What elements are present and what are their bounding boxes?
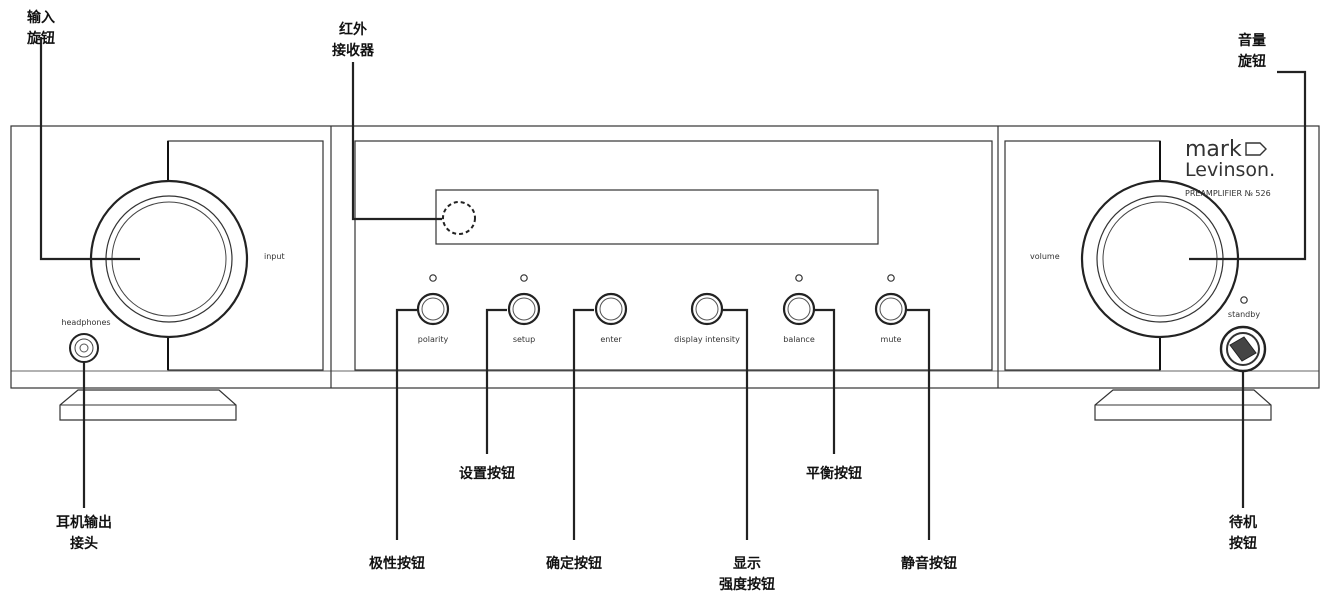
leader-setup-button [485,308,507,454]
polarity-button-group: polarity [416,274,450,344]
callout-ir-receiver: 红外接收器 [332,21,375,59]
balance-button-inner [787,297,811,321]
leader-polarity-button [395,308,417,540]
brand-wordmark-line2: Levinson. [1185,159,1275,181]
volume-label: volume [1030,252,1060,261]
setup-label: setup [513,335,535,344]
callout-line: 显示 [733,556,761,572]
function-buttons: polarity setup enter display intensity balan… [416,274,908,344]
balance-button-group: balance [782,274,816,344]
callout-line: 极性按钮 [369,555,425,572]
left-section: input headphones [61,140,324,371]
callout-enter-button: 确定按钮 [546,555,602,572]
leader-mute-button [907,308,931,540]
callout-line: 旋钮 [1237,53,1266,70]
callout-volume-knob: 音量旋钮 [1237,32,1266,70]
leader-input-knob [39,37,140,261]
callout-line: 按钮 [1229,535,1257,552]
enter-button-inner [599,297,623,321]
callout-line: 旋钮 [26,30,55,47]
polarity-led [429,274,437,282]
callout-line: 音量 [1238,32,1266,49]
display-intensity-button-inner [695,297,719,321]
brand-logo-icon [1245,142,1267,156]
right-section: volume mark Levinson. PREAMPLIFIER № 526… [1004,137,1275,373]
callout-line: 输入 [27,9,55,26]
leader-display-intensity-button [721,308,749,540]
callout-polarity-button: 极性按钮 [369,555,425,572]
callout-line: 平衡按钮 [806,465,862,482]
callout-input-knob: 输入旋钮 [26,9,55,47]
enter-label: enter [600,335,622,344]
ir-receiver [442,201,476,235]
balance-label: balance [783,335,815,344]
standby-power-icon [1229,336,1257,362]
setup-button-group: setup [507,274,541,344]
leader-enter-button [572,308,594,540]
input-label: input [264,252,285,261]
mute-led [887,274,895,282]
callout-line: 确定按钮 [546,555,602,572]
standby-led [1240,296,1248,304]
chassis [10,125,1320,389]
callout-standby-button: 待机按钮 [1229,514,1257,552]
mute-button-inner [879,297,903,321]
callout-line: 接收器 [332,42,375,59]
balance-led [795,274,803,282]
brand-wordmark-line1: mark [1185,137,1242,162]
enter-button-group: enter [594,292,628,344]
callout-line: 红外 [339,21,367,38]
setup-led [520,274,528,282]
mute-button-group: mute [874,274,908,344]
callout-balance-button: 平衡按钮 [806,465,862,482]
callout-line: 强度按钮 [719,576,775,593]
leader-lines [39,37,1307,540]
callout-line: 接头 [70,535,98,552]
callout-labels: 输入旋钮红外接收器音量旋钮耳机输出接头极性按钮设置按钮确定按钮显示强度按钮平衡按… [26,9,1266,593]
leader-volume-knob [1189,70,1307,261]
standby-label: standby [1228,310,1260,319]
polarity-label: polarity [418,335,449,344]
feet [59,389,1272,421]
leader-ir-receiver [351,62,442,221]
callout-line: 设置按钮 [459,465,515,482]
callout-line: 待机 [1229,514,1257,531]
callout-line: 静音按钮 [901,555,957,572]
callout-display-intensity-button: 显示强度按钮 [719,556,775,593]
display-intensity-button-group: display intensity [674,292,740,344]
callout-line: 耳机输出 [56,514,112,531]
display-window [435,189,879,245]
display-intensity-label: display intensity [674,335,740,344]
center-section: polarity setup enter display intensity balan… [354,140,993,371]
callout-mute-button: 静音按钮 [901,555,957,572]
callout-headphone-jack: 耳机输出接头 [56,514,112,552]
setup-button-inner [512,297,536,321]
headphones-label: headphones [61,318,110,327]
model-label: PREAMPLIFIER № 526 [1185,189,1271,198]
leader-balance-button [813,308,836,454]
mute-label: mute [881,335,902,344]
callout-setup-button: 设置按钮 [459,465,515,482]
polarity-button-inner [421,297,445,321]
